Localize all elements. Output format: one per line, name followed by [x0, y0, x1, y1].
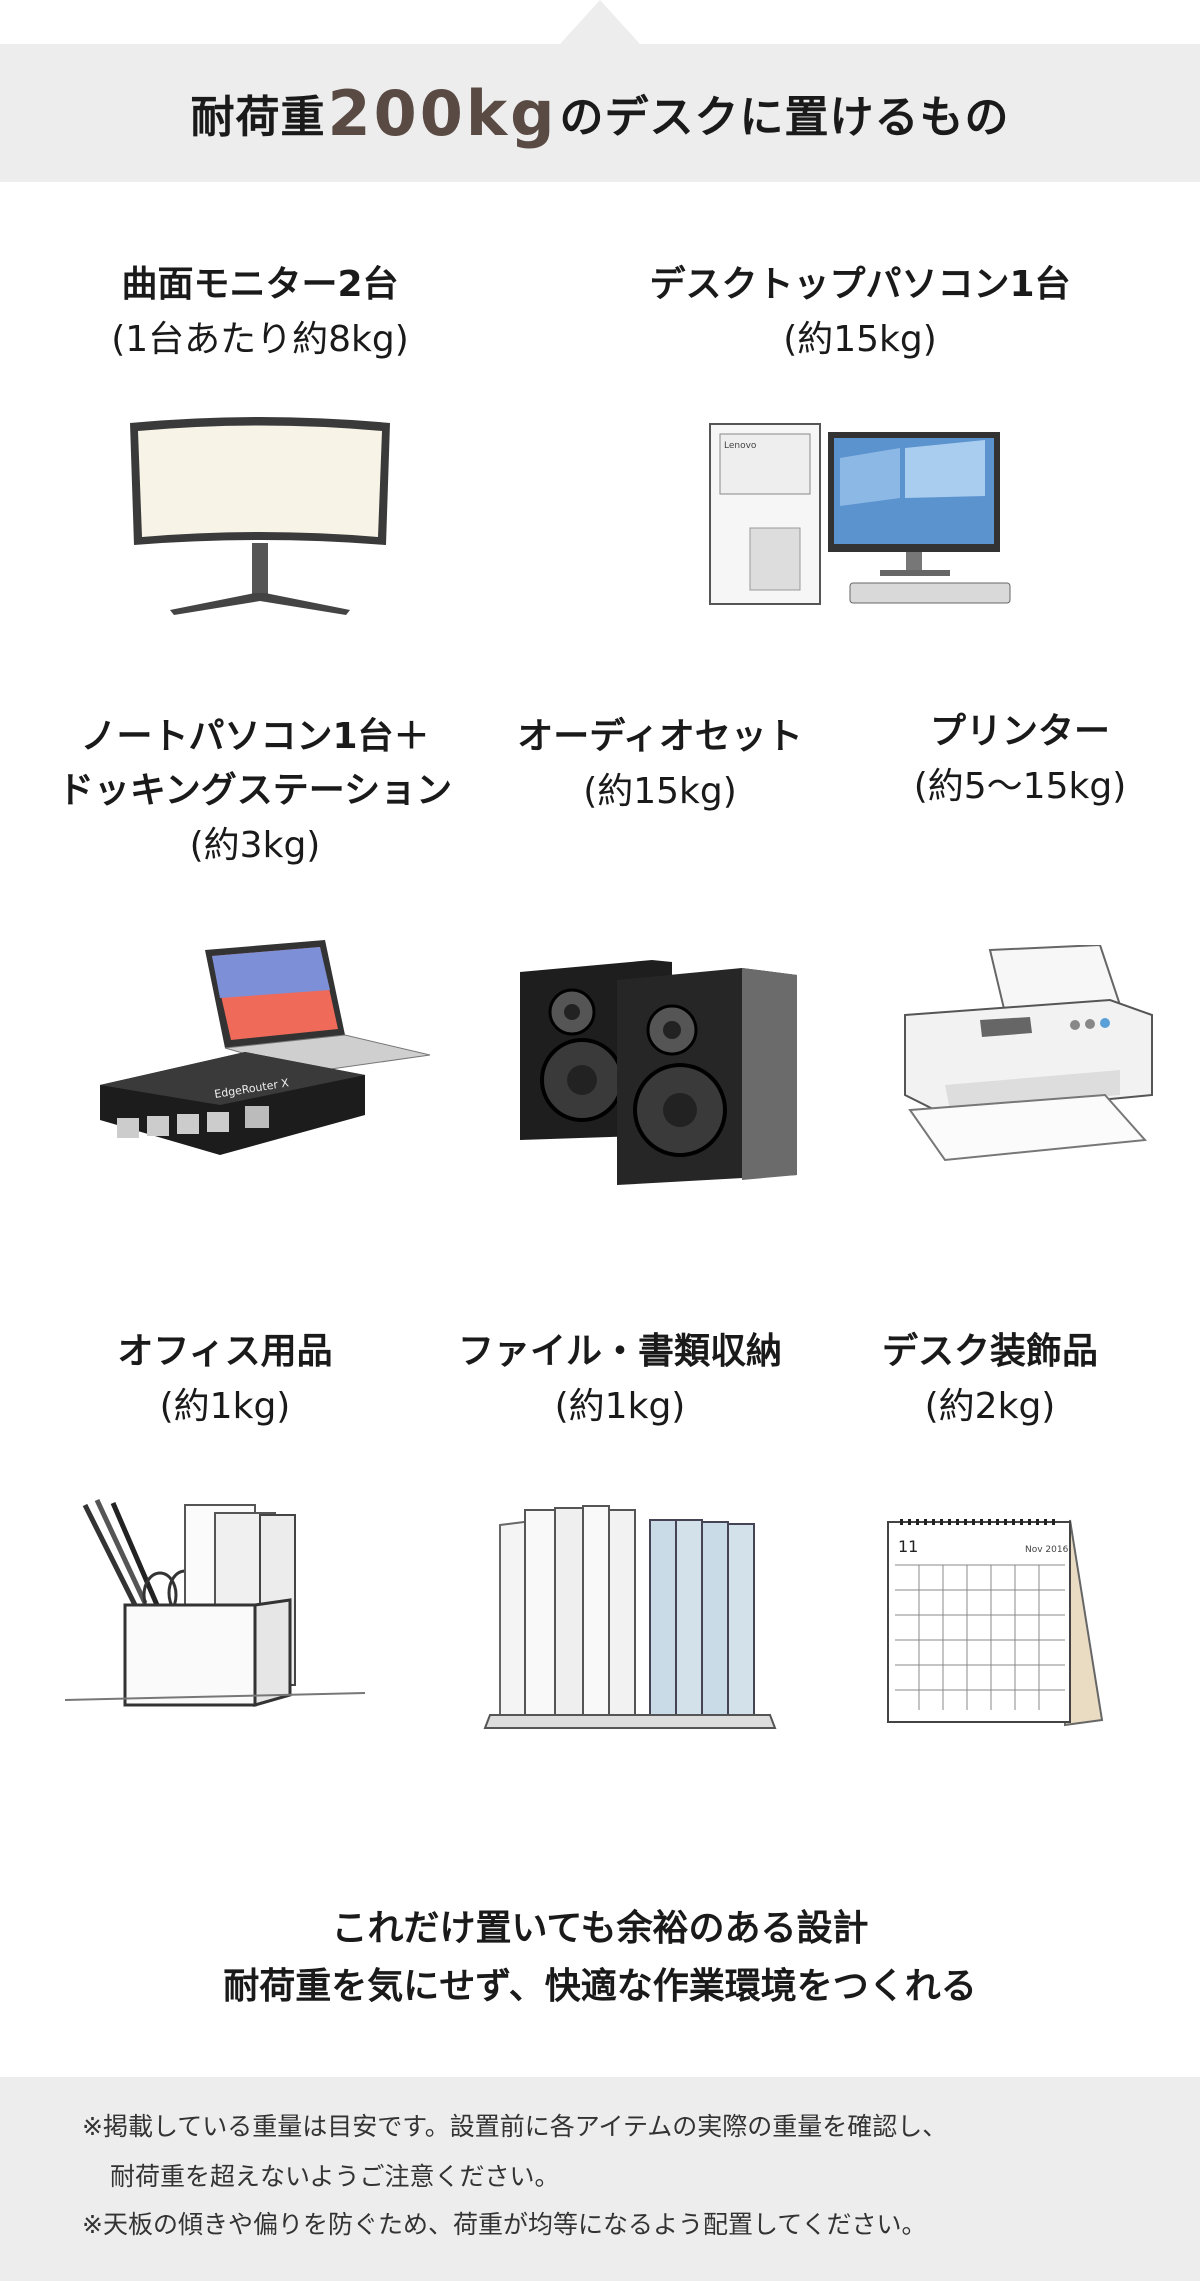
- summary-line-2: 耐荷重を気にせず、快適な作業環境をつくれる: [223, 1966, 977, 2007]
- item-weight: (約15kg): [583, 771, 737, 812]
- notes-box: ※掲載している重量は目安です。設置前に各アイテムの実際の重量を確認し、 耐荷重を…: [0, 2077, 1200, 2281]
- item-desktop-pc: デスクトップパソコン1台 (約15kg): [620, 258, 1100, 368]
- printer-icon: [904, 945, 1153, 1162]
- item-weight: (約3kg): [189, 825, 321, 866]
- item-printer: プリンター (約5～15kg): [850, 705, 1190, 815]
- speakers-icon: [520, 960, 797, 1185]
- curved-monitor-icon: [130, 417, 390, 615]
- summary-line-1: これだけ置いても余裕のある設計: [331, 1908, 869, 1949]
- item-curved-monitor: 曲面モニター2台 (1台あたり約8kg): [20, 258, 500, 368]
- item-speakers: オーディオセット (約15kg): [470, 710, 850, 820]
- title-suffix: のデスクに置けるもの: [559, 92, 1010, 143]
- item-weight: (約1kg): [159, 1386, 291, 1427]
- item-name: オフィス用品: [117, 1331, 333, 1372]
- title-prefix: 耐荷重: [190, 92, 326, 143]
- item-name: オーディオセット: [517, 716, 803, 757]
- item-file-storage: ファイル・書類収納 (約1kg): [420, 1325, 820, 1435]
- note-line-2: 耐荷重を超えないようご注意ください。: [110, 2162, 560, 2191]
- header-band: 耐荷重 200kg のデスクに置けるもの: [0, 44, 1200, 182]
- title-capacity-number: 200kg: [327, 76, 558, 150]
- item-name: ノートパソコン1台＋: [80, 716, 430, 757]
- item-name: デスクトップパソコン1台: [649, 264, 1071, 305]
- item-desk-calendar: デスク装飾品 (約2kg): [840, 1325, 1140, 1435]
- note-line-1: ※掲載している重量は目安です。設置前に各アイテムの実際の重量を確認し、: [82, 2112, 948, 2141]
- item-name: ファイル・書類収納: [457, 1331, 782, 1372]
- item-weight: (1台あたり約8kg): [111, 319, 409, 360]
- item-office-supplies: オフィス用品 (約1kg): [40, 1325, 410, 1435]
- calendar-month-label: Nov 2016: [1025, 1545, 1069, 1555]
- office-supplies-icon: [65, 1498, 365, 1707]
- summary: これだけ置いても余裕のある設計 耐荷重を気にせず、快適な作業環境をつくれる: [0, 1900, 1200, 2016]
- item-name-line2: ドッキングステーション: [57, 770, 453, 811]
- page-title: 耐荷重 200kg のデスクに置けるもの: [0, 44, 1200, 182]
- note-line-3: ※天板の傾きや偏りを防ぐため、荷重が均等になるよう配置してください。: [82, 2210, 927, 2239]
- item-laptop-dock: ノートパソコン1台＋ ドッキングステーション (約3kg): [25, 710, 485, 874]
- header-notch: [560, 0, 640, 44]
- desk-calendar-icon: 11 Nov 2016: [887, 1519, 1104, 1727]
- item-weight: (約2kg): [924, 1386, 1056, 1427]
- item-weight: (約5～15kg): [913, 766, 1127, 807]
- item-weight: (約15kg): [783, 319, 937, 360]
- item-name: 曲面モニター2台: [121, 264, 399, 305]
- laptop-dock-icon: EdgeRouter X: [100, 940, 431, 1155]
- file-storage-icon: [483, 1505, 777, 1729]
- pc-brand-text: Lenovo: [724, 441, 757, 451]
- desktop-pc-icon: Lenovo: [709, 423, 1011, 605]
- item-name: デスク装飾品: [881, 1331, 1098, 1372]
- item-name: プリンター: [929, 711, 1110, 752]
- calendar-month-number: 11: [898, 1537, 918, 1556]
- item-weight: (約1kg): [554, 1386, 686, 1427]
